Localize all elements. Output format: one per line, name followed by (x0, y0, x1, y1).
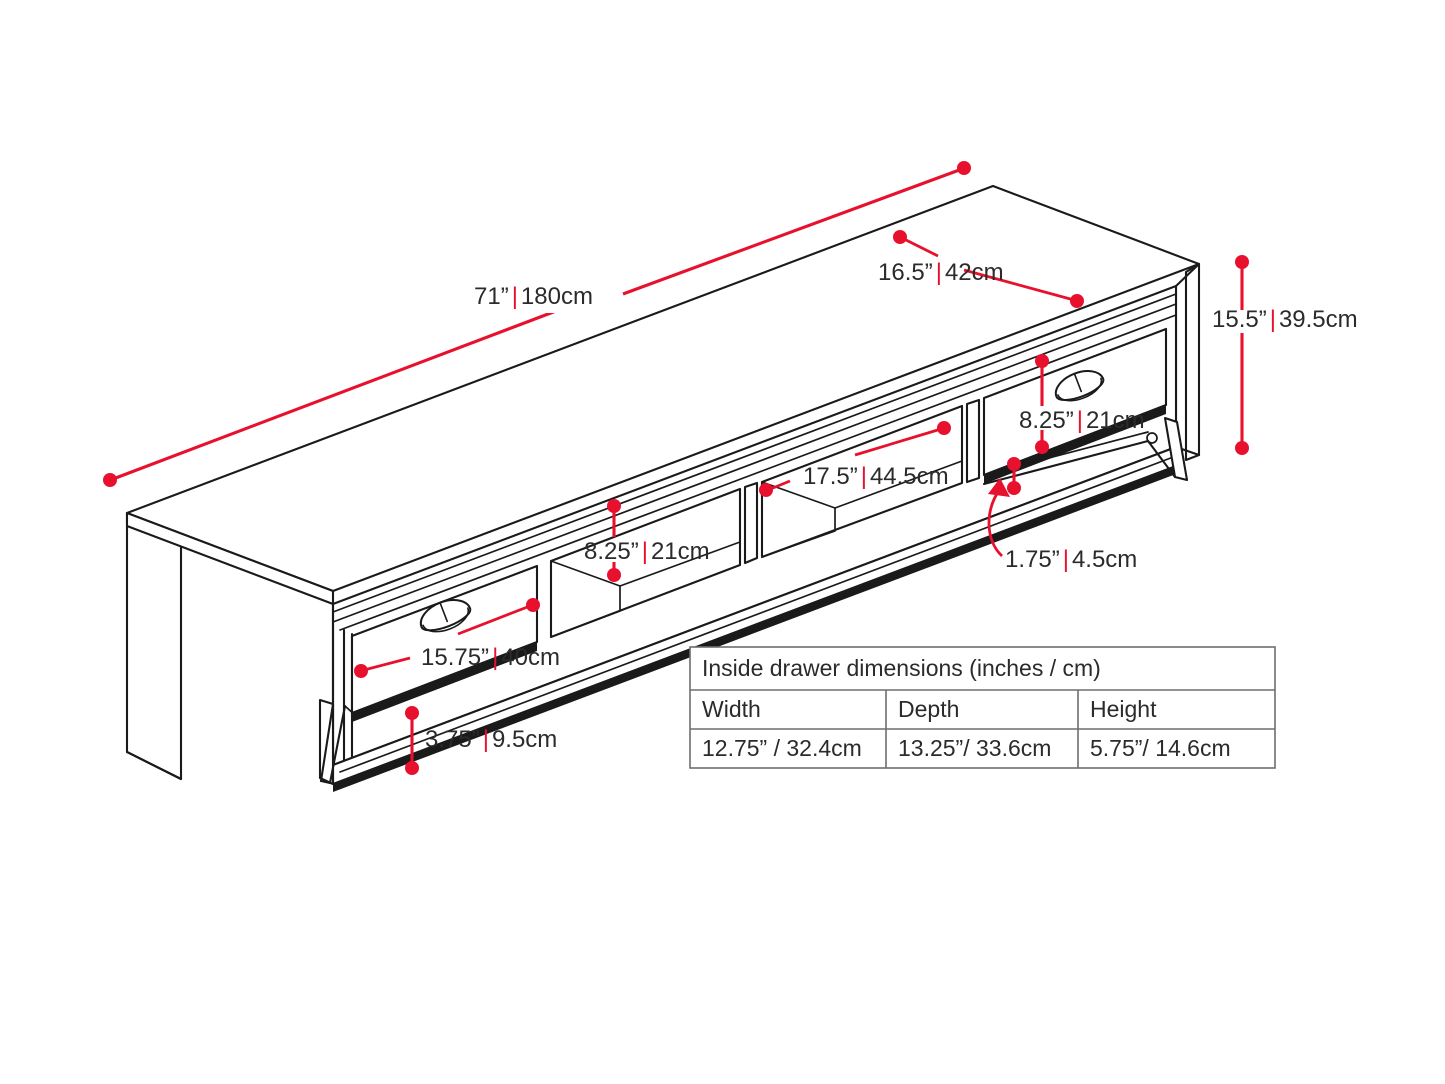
right-end-panel (1174, 262, 1201, 457)
open-shelf-width-label: 17.5”|44.5cm (803, 463, 949, 490)
front-rail-line-1 (332, 293, 1177, 613)
table-value-depth: 13.25”/ 33.6cm (898, 735, 1051, 761)
right-leg-fixing-icon (1146, 432, 1158, 444)
cup-handle-icon (419, 599, 472, 633)
furniture-illustration (125, 184, 1201, 792)
right-shelf-stile (965, 398, 981, 484)
shelf-right-inner-bottom (761, 507, 836, 558)
right-leg-splay (1146, 439, 1177, 479)
left-leg-brace (344, 705, 357, 717)
left-leg-splay-a (319, 702, 335, 783)
table-header-width: Width (702, 696, 761, 722)
open-shelf-height-dimension: 8.25”|21cm (584, 499, 710, 582)
open-shelf-height-label: 8.25”|21cm (584, 538, 710, 565)
table-value-height: 5.75”/ 14.6cm (1090, 735, 1231, 761)
dimension-annotations: 71”|180cm 16.5”|42cm 15.5”|39.5cm (103, 161, 1358, 775)
right-end-panel-edge (1184, 262, 1201, 462)
overall-height-dimension: 15.5”|39.5cm (1212, 255, 1358, 455)
shelf-divider (743, 481, 759, 565)
table-header-depth: Depth (898, 696, 959, 722)
front-rail-line-2 (332, 303, 1177, 623)
base-rail-thickness-label: 1.75”|4.5cm (1005, 546, 1137, 573)
leg-height-dimension: 3.75”|9.5cm (405, 706, 557, 775)
right-drawer-height-dimension: 8.25”|21cm (1019, 354, 1145, 454)
right-drawer-shadow (984, 405, 1166, 484)
cup-handle-icon (1054, 370, 1105, 402)
overall-width-label: 71”|180cm (474, 283, 593, 310)
overall-width-dimension: 71”|180cm (103, 161, 971, 487)
shelf-left-inner-bottom (550, 585, 621, 638)
front-rail-line-3 (339, 314, 1177, 631)
left-leg-splay-b (328, 704, 347, 785)
base-rail-thickness-dimension: 1.75”|4.5cm (987, 457, 1137, 573)
drawer-front-width-label: 15.75”|40cm (421, 644, 560, 671)
right-drawer-height-label: 8.25”|21cm (1019, 407, 1145, 434)
right-leg (1163, 416, 1189, 482)
drawer-front-width-dimension: 15.75”|40cm (354, 598, 560, 678)
overall-depth-label: 16.5”|42cm (878, 259, 1004, 286)
table-header-height: Height (1090, 696, 1157, 722)
base-rail-shadow (333, 466, 1176, 792)
base-rail-line-1 (339, 455, 1177, 773)
overall-depth-dimension: 16.5”|42cm (878, 230, 1084, 308)
left-end-bottom-edge (125, 750, 183, 781)
left-drawer-shadow (352, 642, 537, 722)
table-caption: Inside drawer dimensions (inches / cm) (702, 655, 1101, 681)
inside-drawer-dimensions-table: Inside drawer dimensions (inches / cm) W… (689, 646, 1276, 769)
left-end-panel (125, 511, 183, 781)
right-stretcher (982, 439, 1150, 486)
table-value-width: 12.75” / 32.4cm (702, 735, 862, 761)
overall-height-label: 15.5”|39.5cm (1212, 306, 1358, 333)
left-leg-foot (319, 779, 332, 785)
leg-height-label: 3.75”|9.5cm (425, 726, 557, 753)
open-shelf-width-dimension: 17.5”|44.5cm (759, 421, 951, 497)
